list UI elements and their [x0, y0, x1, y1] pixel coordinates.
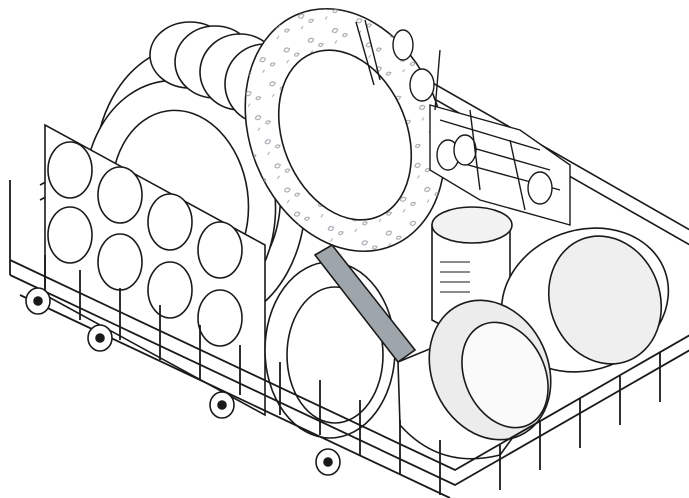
wheel-4 [315, 448, 341, 476]
rack-wheels [25, 287, 341, 476]
wheel-3 [209, 391, 235, 419]
mixing-bowl [500, 227, 670, 373]
muffin-tin [44, 123, 266, 417]
spoons [355, 19, 553, 211]
saucepan [313, 243, 552, 460]
wheel-2 [87, 324, 113, 352]
decorated-plate [244, 7, 446, 253]
saucepan-handle [313, 243, 417, 364]
wheel-1 [25, 287, 51, 315]
cutlery-basket [355, 19, 571, 226]
